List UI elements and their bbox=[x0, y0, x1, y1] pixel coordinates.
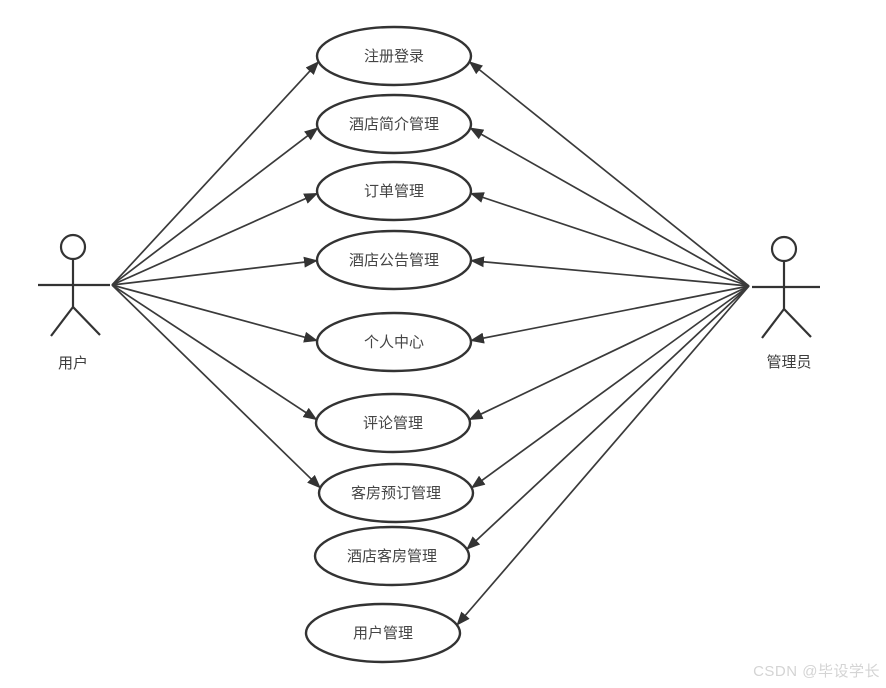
actor-user-head-icon bbox=[59, 233, 87, 261]
actor-admin-right-leg bbox=[783, 308, 812, 338]
association-user-register_login bbox=[111, 60, 320, 286]
usecase-label-order_mgmt: 订单管理 bbox=[364, 183, 424, 200]
actor-admin-left-leg bbox=[761, 308, 785, 339]
usecase-label-hotel_room: 酒店客房管理 bbox=[347, 548, 437, 565]
association-admin-register_login bbox=[468, 61, 750, 287]
usecase-label-personal_center: 个人中心 bbox=[364, 334, 424, 351]
association-admin-hotel_room bbox=[466, 285, 750, 550]
usecase-personal_center: 个人中心 bbox=[315, 311, 473, 373]
usecase-hotel_room: 酒店客房管理 bbox=[313, 525, 471, 587]
usecase-ellipse-user_mgmt bbox=[304, 602, 462, 664]
actor-user-left-leg bbox=[50, 306, 74, 337]
association-admin-hotel_notice bbox=[469, 256, 750, 287]
association-user-hotel_intro bbox=[111, 127, 319, 286]
association-admin-hotel_intro bbox=[469, 127, 750, 287]
usecase-hotel_notice: 酒店公告管理 bbox=[315, 229, 473, 291]
usecase-ellipse-hotel_notice bbox=[315, 229, 473, 291]
usecases-layer: 注册登录酒店简介管理订单管理酒店公告管理个人中心评论管理客房预订管理酒店客房管理… bbox=[304, 25, 475, 664]
usecase-register_login: 注册登录 bbox=[315, 25, 473, 87]
associations-layer bbox=[111, 60, 750, 626]
actor-label-admin: 管理员 bbox=[766, 354, 811, 371]
actor-user: 用户 bbox=[38, 233, 110, 372]
usecase-ellipse-register_login bbox=[315, 25, 473, 87]
usecase-ellipse-hotel_room bbox=[313, 525, 471, 587]
association-admin-order_mgmt bbox=[469, 192, 750, 287]
association-user-hotel_notice bbox=[111, 256, 319, 286]
association-user-room_booking bbox=[111, 284, 321, 489]
usecase-order_mgmt: 订单管理 bbox=[315, 160, 473, 222]
usecase-label-user_mgmt: 用户管理 bbox=[353, 625, 413, 642]
usecase-label-register_login: 注册登录 bbox=[364, 48, 424, 65]
usecase-label-comment_mgmt: 评论管理 bbox=[363, 415, 423, 432]
association-user-order_mgmt bbox=[111, 192, 319, 286]
usecase-ellipse-hotel_intro bbox=[315, 93, 473, 155]
usecase-ellipse-personal_center bbox=[315, 311, 473, 373]
usecase-user_mgmt: 用户管理 bbox=[304, 602, 462, 664]
association-admin-user_mgmt bbox=[456, 285, 750, 626]
actors-layer: 用户 管理员 bbox=[38, 233, 820, 372]
watermark: CSDN @毕设学长 bbox=[753, 663, 880, 680]
actor-user-right-leg bbox=[72, 306, 101, 336]
usecase-ellipse-room_booking bbox=[317, 462, 475, 524]
actor-admin-head-icon bbox=[770, 235, 798, 263]
association-admin-room_booking bbox=[470, 285, 750, 489]
actor-admin: 管理员 bbox=[752, 235, 820, 371]
association-admin-comment_mgmt bbox=[468, 285, 750, 421]
usecase-label-hotel_intro: 酒店简介管理 bbox=[349, 116, 439, 133]
actor-label-user: 用户 bbox=[58, 355, 88, 372]
usecase-ellipse-order_mgmt bbox=[315, 160, 473, 222]
usecase-hotel_intro: 酒店简介管理 bbox=[315, 93, 473, 155]
association-user-personal_center bbox=[111, 284, 319, 343]
usecase-room_booking: 客房预订管理 bbox=[317, 462, 475, 524]
usecase-label-room_booking: 客房预订管理 bbox=[351, 485, 441, 502]
usecase-label-hotel_notice: 酒店公告管理 bbox=[349, 252, 439, 269]
association-user-comment_mgmt bbox=[111, 284, 318, 421]
association-admin-personal_center bbox=[469, 285, 750, 344]
usecase-comment_mgmt: 评论管理 bbox=[314, 392, 472, 454]
usecase-ellipse-comment_mgmt bbox=[314, 392, 472, 454]
